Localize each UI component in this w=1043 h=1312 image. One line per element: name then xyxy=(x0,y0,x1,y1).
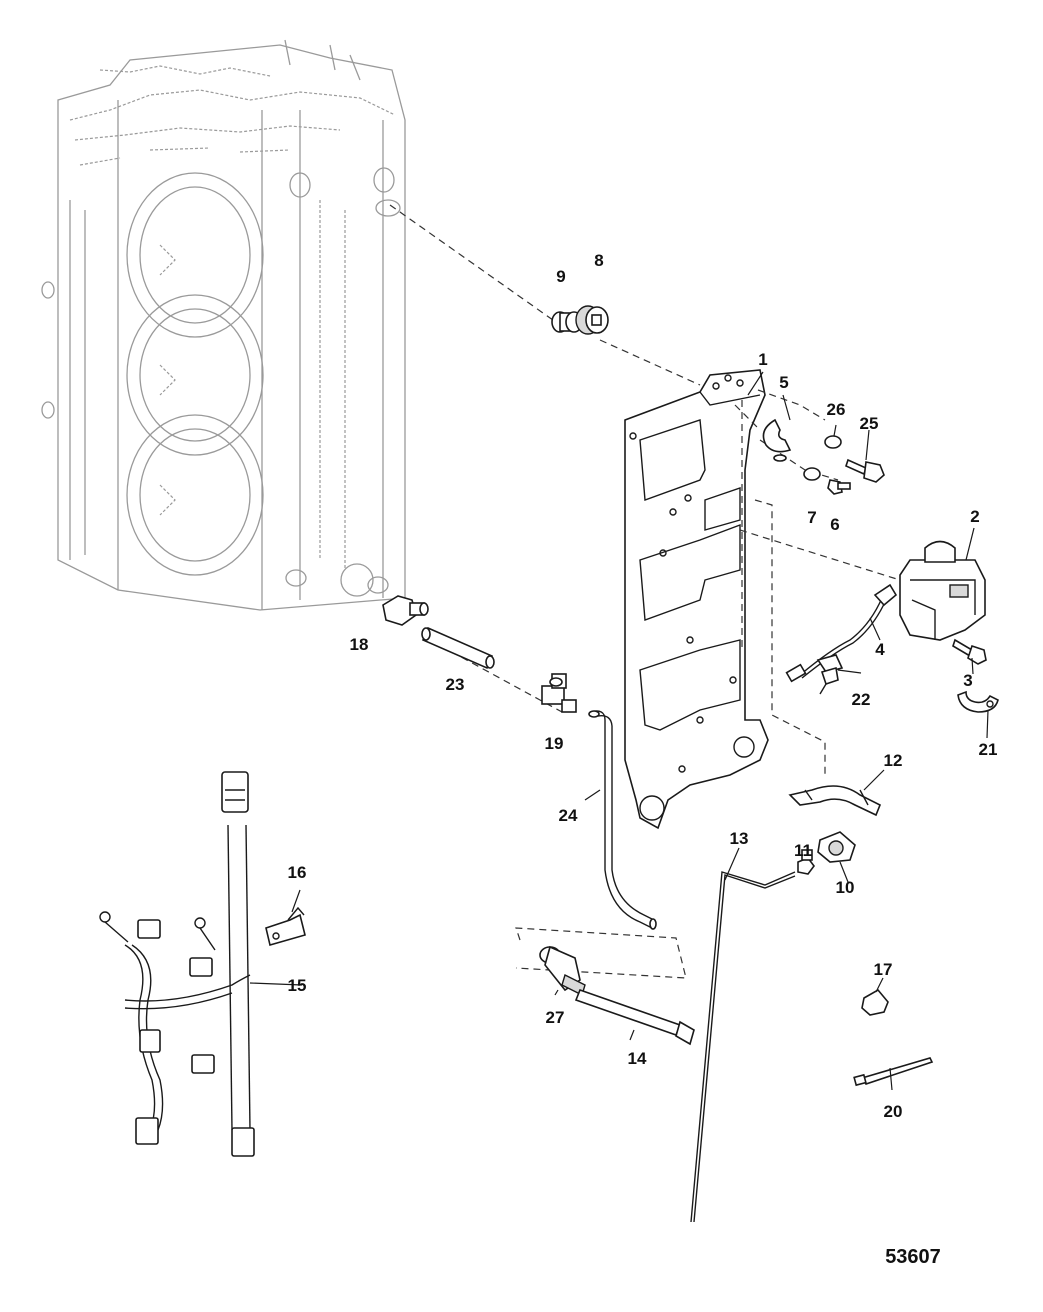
callout-8: 8 xyxy=(594,251,603,270)
part-21-clamp xyxy=(957,690,999,713)
callout-26: 26 xyxy=(827,400,846,419)
figure-number: 53607 xyxy=(885,1246,941,1268)
part-19-tee xyxy=(541,673,577,713)
part-12-bracket xyxy=(788,785,882,817)
callout-2: 2 xyxy=(970,507,979,526)
part-17-clip xyxy=(861,988,889,1016)
callout-1: 1 xyxy=(758,350,767,369)
part-22-sensor xyxy=(816,654,844,695)
part-27-fitting xyxy=(539,945,586,996)
callout-13: 13 xyxy=(730,829,749,848)
callout-11: 11 xyxy=(794,841,812,860)
callout-22: 22 xyxy=(852,690,871,709)
callout-4: 4 xyxy=(875,640,885,659)
part-7-washer xyxy=(803,467,821,481)
callout-19: 19 xyxy=(545,734,564,753)
callout-15: 15 xyxy=(288,976,307,995)
part-24-hose xyxy=(588,710,657,930)
callout-25: 25 xyxy=(860,414,879,433)
callout-12: 12 xyxy=(884,751,903,770)
part-10-switch xyxy=(817,831,856,863)
mounting-plate xyxy=(624,369,769,830)
part-25-screw xyxy=(845,458,885,483)
part-20-tie xyxy=(853,1057,934,1087)
part-8-grommet xyxy=(575,305,609,335)
part-15-harness xyxy=(99,771,255,1157)
callout-18: 18 xyxy=(350,635,369,654)
part-18-fitting xyxy=(382,595,429,626)
callout-24: 24 xyxy=(559,806,578,825)
callout-5: 5 xyxy=(779,373,788,392)
part-26-washer xyxy=(824,435,842,449)
callout-23: 23 xyxy=(446,675,465,694)
part-2-coil xyxy=(899,540,986,641)
part-6-screw xyxy=(827,479,851,495)
part-3-screw xyxy=(952,638,987,665)
callout-9: 9 xyxy=(556,267,565,286)
callout-16: 16 xyxy=(288,863,307,882)
callout-labels: 1 2 3 4 5 6 7 8 9 10 11 12 13 14 15 16 1… xyxy=(288,251,998,1121)
leader-lines xyxy=(249,371,989,1091)
callout-27: 27 xyxy=(546,1008,565,1027)
part-11-fitting xyxy=(797,849,815,875)
callout-20: 20 xyxy=(884,1102,903,1121)
part-13-rod xyxy=(690,871,796,1223)
callout-7: 7 xyxy=(807,508,816,527)
part-5-clip xyxy=(762,418,792,462)
part-14-tube xyxy=(574,988,695,1046)
part-23-hose xyxy=(421,626,495,670)
engine-block-ghost xyxy=(41,39,406,611)
callout-17: 17 xyxy=(874,960,893,979)
part-4-wire xyxy=(785,583,898,683)
part-16-clip xyxy=(265,906,306,946)
callout-21: 21 xyxy=(979,740,998,759)
callout-6: 6 xyxy=(830,515,839,534)
callout-14: 14 xyxy=(628,1049,647,1068)
callout-10: 10 xyxy=(836,878,855,897)
callout-3: 3 xyxy=(963,671,972,690)
